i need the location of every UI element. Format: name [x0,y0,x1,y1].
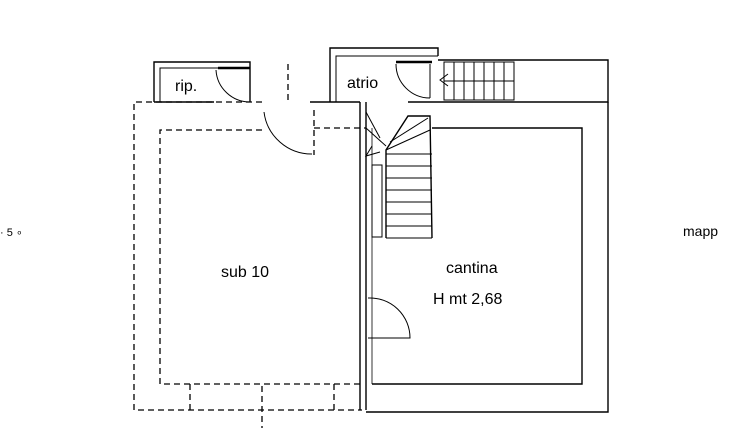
room-ripostiglio [153,61,251,103]
label-left-fragment: · 5 ∘ [0,227,23,239]
interior-stair [359,102,433,410]
outer-stair [438,59,609,103]
passage-dashes [287,64,315,155]
room-cantina [366,102,609,413]
room-sub10 [133,101,366,428]
room-atrio [310,47,439,103]
label-height: H mt 2,68 [433,291,502,308]
door-ripostiglio [215,68,251,103]
label-cantina: cantina [446,260,498,277]
label-sub10: sub 10 [221,264,269,281]
label-mapp: mapp [683,223,718,239]
label-rip: rip. [175,78,197,95]
label-atrio: atrio [347,75,378,92]
